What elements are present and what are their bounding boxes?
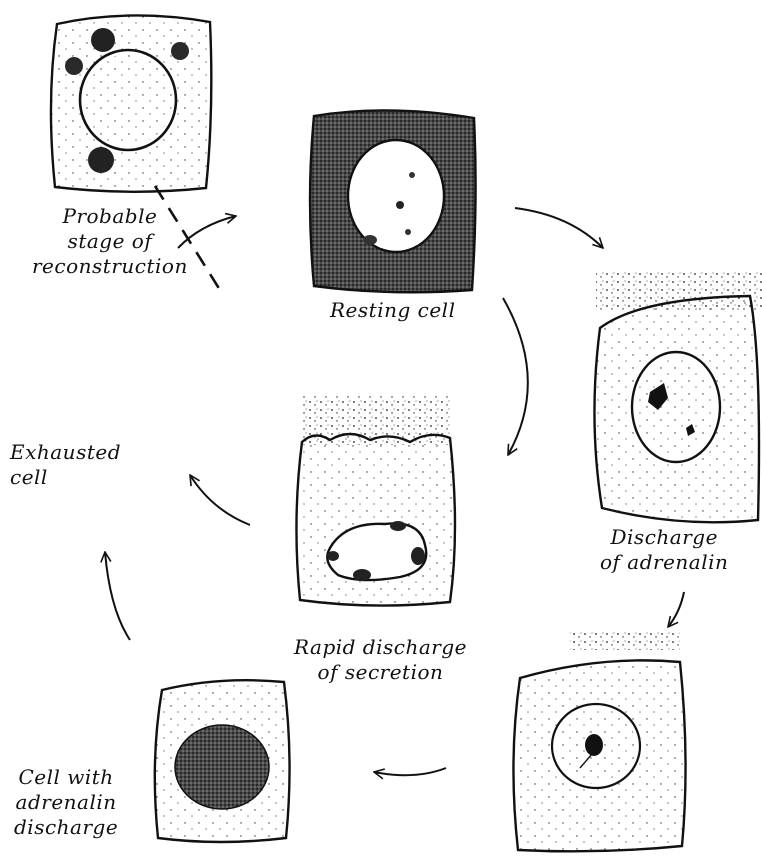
cell-adrenalin-discharge <box>155 680 290 842</box>
label-line: Probable <box>32 204 188 229</box>
label-line: Discharge <box>600 525 728 550</box>
label-line: Exhausted <box>10 440 121 465</box>
arrow-to-bottom-left <box>374 768 446 775</box>
label-cell-adrenalin-discharge: Cell with adrenalin discharge <box>14 765 118 840</box>
label-line: of secretion <box>294 660 467 685</box>
label-line: adrenalin <box>14 790 118 815</box>
arrow-to-exhausted-from-bottom <box>105 552 130 640</box>
label-line: reconstruction <box>32 254 188 279</box>
arrow-to-rapid <box>503 298 528 455</box>
arrow-to-exhausted <box>190 475 250 525</box>
label-exhausted-cell: Exhausted cell <box>10 440 121 490</box>
cell-reconstruction <box>51 15 211 191</box>
label-line: of adrenalin <box>600 550 728 575</box>
cell-rapid-discharge <box>296 395 455 606</box>
cell-resting <box>310 110 476 292</box>
label-discharge-adrenalin: Discharge of adrenalin <box>600 525 728 575</box>
label-line: Cell with <box>14 765 118 790</box>
label-line: Resting cell <box>330 298 455 323</box>
label-line: cell <box>10 465 121 490</box>
cell-discharge <box>594 272 762 522</box>
label-line: Rapid discharge <box>294 635 467 660</box>
label-probable-reconstruction: Probable stage of reconstruction <box>32 204 188 279</box>
label-line: stage of <box>32 229 188 254</box>
cell-bottom-right <box>513 630 685 851</box>
label-resting-cell: Resting cell <box>330 298 455 323</box>
label-line: discharge <box>14 815 118 840</box>
label-rapid-discharge: Rapid discharge of secretion <box>294 635 467 685</box>
arrow-to-discharge <box>515 208 603 248</box>
arrow-to-bottom-right <box>668 592 684 627</box>
